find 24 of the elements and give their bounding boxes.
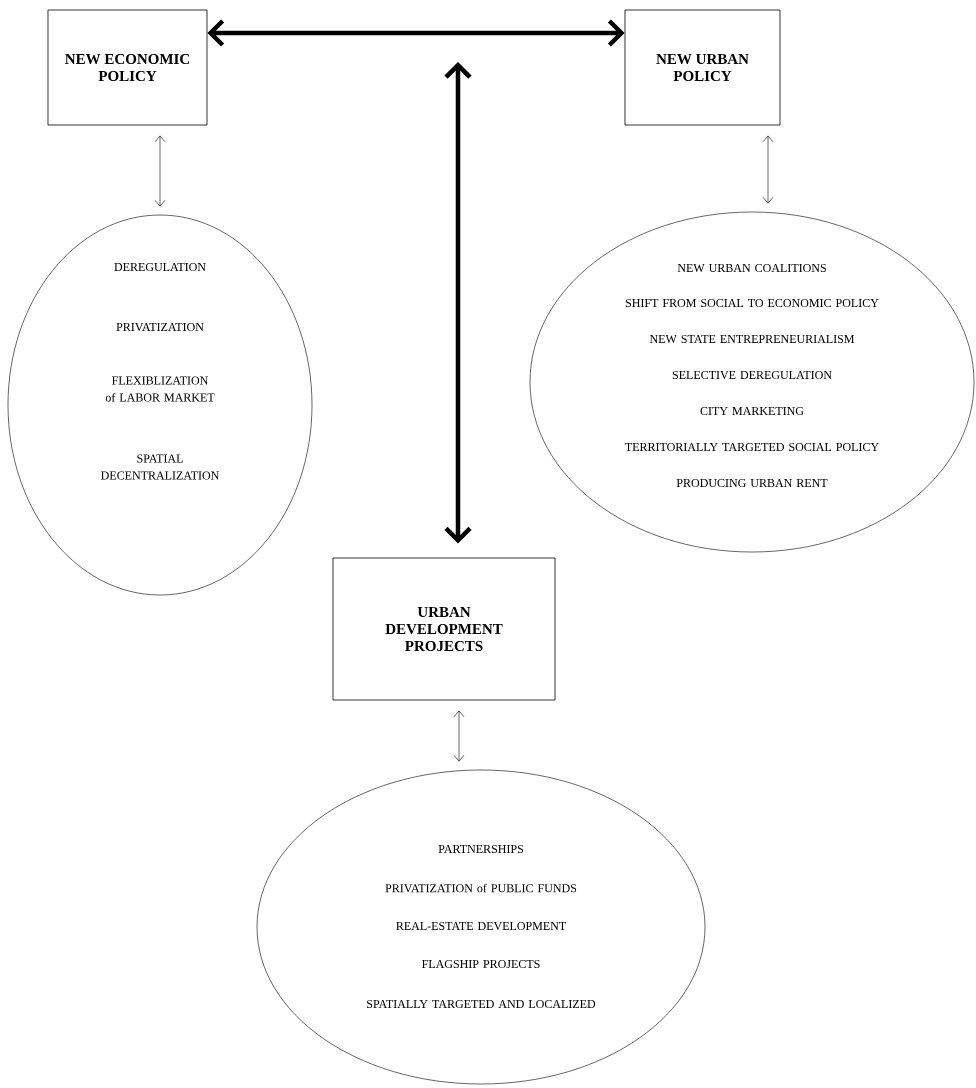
list-item: REAL-ESTATE DEVELOPMENT (396, 921, 566, 931)
list-item: SHIFT FROM SOCIAL TO ECONOMIC POLICY (625, 298, 879, 308)
list-item: TERRITORIALLY TARGETED SOCIAL POLICY (625, 442, 879, 452)
arrow (762, 135, 774, 204)
list-item: CITY MARKETING (700, 406, 804, 416)
list-item: PRIVATIZATION of PUBLIC FUNDS (385, 883, 577, 893)
list-item: NEW STATE ENTREPRENEURIALISM (649, 334, 855, 344)
list-item: PRODUCING URBAN RENT (676, 478, 828, 488)
list-item: NEW URBAN COALITIONS (677, 263, 826, 273)
arrow (444, 62, 472, 544)
arrow (207, 19, 625, 47)
arrow (154, 135, 166, 207)
title-box: NEW URBAN POLICY (624, 9, 781, 126)
list-item: PARTNERSHIPS (438, 844, 523, 854)
title-box: NEW ECONOMIC POLICY (47, 9, 208, 126)
title-box: URBAN DEVELOPMENT PROJECTS (332, 557, 556, 701)
arrow (453, 710, 465, 762)
list-item: SPATIAL DECENTRALIZATION (101, 454, 220, 480)
list-item: FLAGSHIP PROJECTS (422, 959, 540, 969)
list-item: FLEXIBLIZATION of LABOR MARKET (105, 376, 215, 402)
list-item: SPATIALLY TARGETED AND LOCALIZED (367, 999, 596, 1009)
list-item: SELECTIVE DEREGULATION (672, 370, 832, 380)
list-item: DEREGULATION (114, 262, 206, 272)
list-item: PRIVATIZATION (116, 322, 204, 332)
